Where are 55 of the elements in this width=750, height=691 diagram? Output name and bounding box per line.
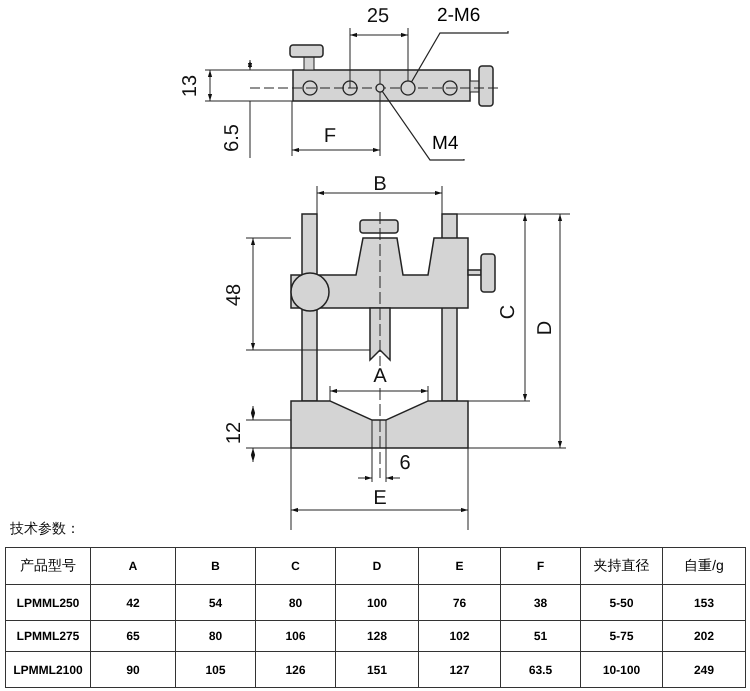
dimension-label: E	[373, 488, 387, 508]
dimension-label: D	[535, 320, 555, 336]
spec-value: 38	[500, 584, 580, 620]
spec-value: 153	[662, 584, 746, 620]
column-header: E	[418, 548, 500, 584]
spec-value: 76	[418, 584, 500, 620]
leader-line	[411, 31, 509, 82]
column-header: F	[500, 548, 580, 584]
spec-value: 151	[336, 652, 418, 688]
threaded-hole	[375, 83, 385, 93]
spec-value: 127	[418, 652, 500, 688]
spec-value: 202	[662, 620, 746, 652]
dimension-label: B	[373, 174, 387, 194]
spec-value: 10-100	[580, 652, 662, 688]
spec-value: 249	[662, 652, 746, 688]
spec-value: 65	[90, 620, 176, 652]
dimension-label: 6.5	[222, 124, 242, 152]
model-name: LPMML275	[6, 620, 90, 652]
spec-value: 54	[176, 584, 256, 620]
column-header: A	[90, 548, 176, 584]
section-heading: 技术参数：	[10, 522, 80, 536]
column-header: 夹持直径	[580, 548, 662, 584]
column-header: C	[256, 548, 336, 584]
spec-value: 106	[256, 620, 336, 652]
threaded-hole	[400, 80, 416, 96]
spec-value: 100	[336, 584, 418, 620]
dimension-label: 48	[224, 284, 244, 306]
callout-text: 2-M6	[437, 6, 480, 25]
model-name: LPMML2100	[6, 652, 90, 688]
spec-value: 102	[418, 620, 500, 652]
dimension-label: 6	[399, 453, 411, 473]
spec-value: 90	[90, 652, 176, 688]
dimension-label: C	[498, 304, 518, 320]
column-header: 自重/g	[662, 548, 746, 584]
spec-value: 63.5	[500, 652, 580, 688]
spec-value: 51	[500, 620, 580, 652]
spec-value: 126	[256, 652, 336, 688]
column-header: B	[176, 548, 256, 584]
column-header: 产品型号	[6, 548, 90, 584]
column-header: D	[336, 548, 418, 584]
callout-text: M4	[432, 134, 458, 153]
spec-value: 5-50	[580, 584, 662, 620]
model-name: LPMML250	[6, 584, 90, 620]
leader-line	[382, 90, 465, 161]
dimension-label: 25	[366, 6, 390, 26]
dimension-label: A	[373, 366, 387, 386]
spec-value: 105	[176, 652, 256, 688]
dimension-label: F	[324, 126, 336, 146]
spec-value: 80	[176, 620, 256, 652]
spec-value: 128	[336, 620, 418, 652]
spec-value: 42	[90, 584, 176, 620]
spec-value: 5-75	[580, 620, 662, 652]
spec-value: 80	[256, 584, 336, 620]
dimension-label: 12	[224, 422, 244, 444]
dimension-label: 13	[180, 74, 200, 98]
